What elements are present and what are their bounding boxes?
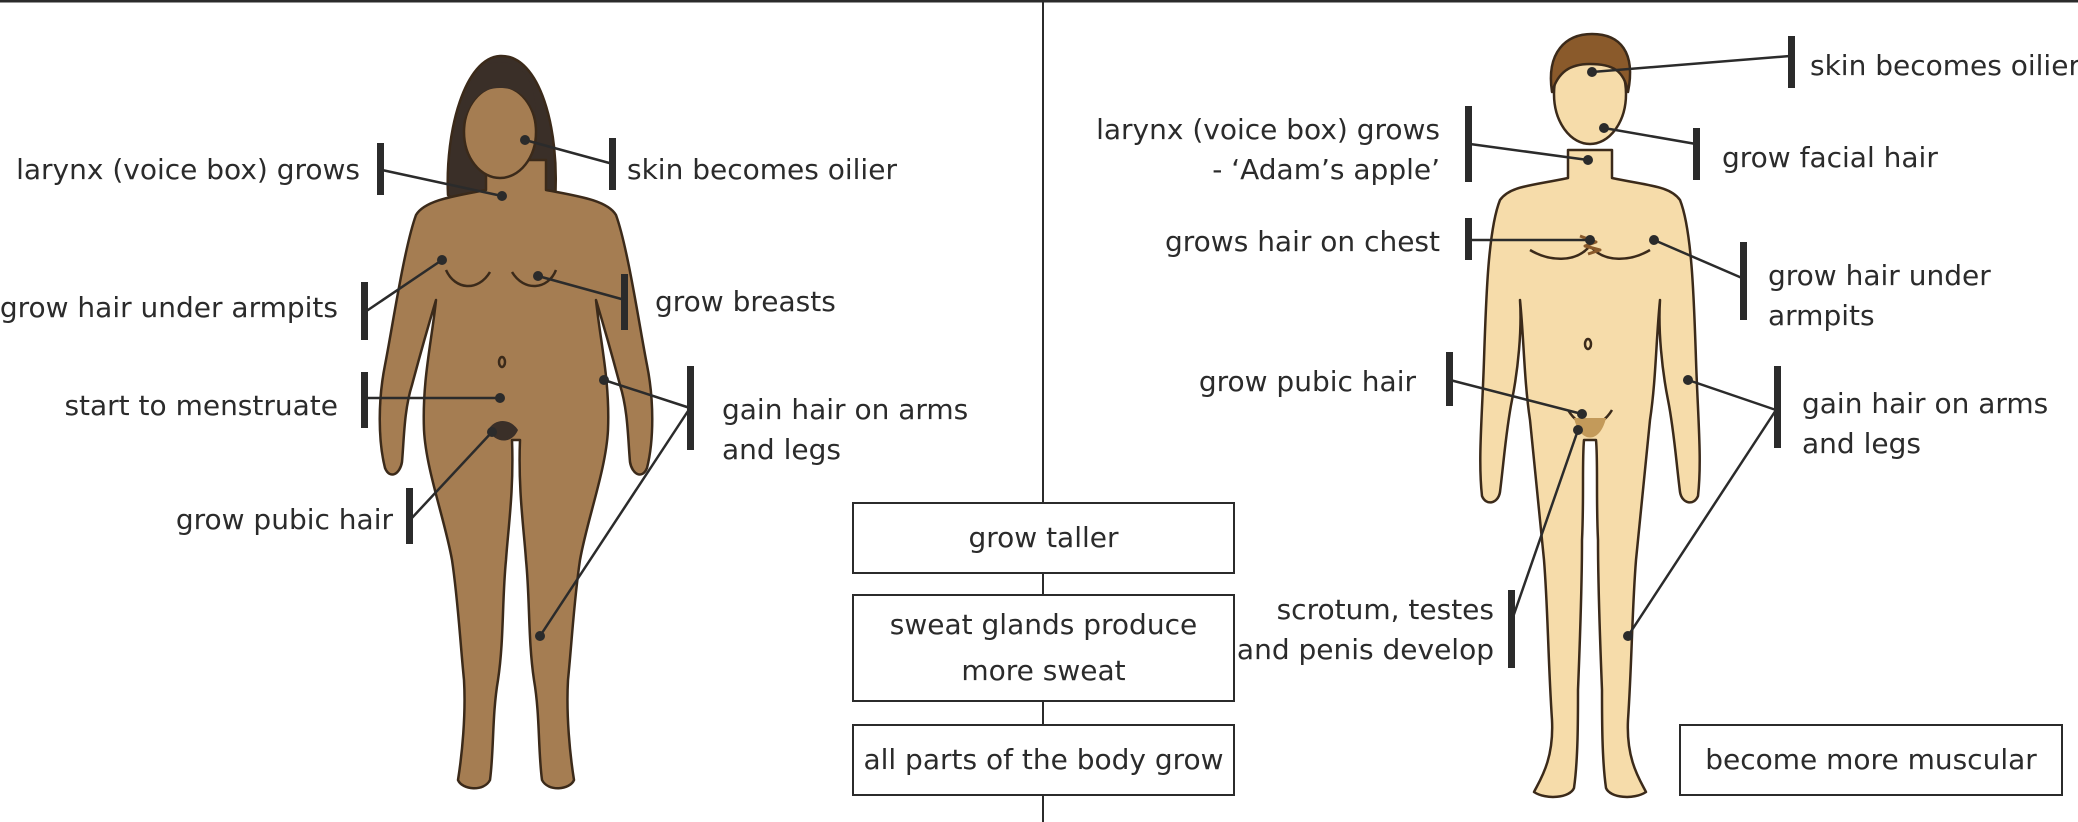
female-label-pubic-hair: grow pubic hair <box>176 500 393 540</box>
box-sweat-glands: sweat glands produce more sweat <box>852 594 1235 702</box>
box-sweat-line2: more sweat <box>961 648 1125 694</box>
male-label-armpit-line1: grow hair under <box>1768 256 1991 296</box>
male-label-arms-legs-line2: and legs <box>1802 424 1921 464</box>
female-label-arms-legs-line1: gain hair on arms <box>722 390 968 430</box>
box-muscular-text: become more muscular <box>1705 737 2037 783</box>
female-label-armpit-hair: grow hair under armpits <box>0 288 338 328</box>
female-label-skin: skin becomes oilier <box>627 150 897 190</box>
box-body-grows: all parts of the body grow <box>852 724 1235 796</box>
female-label-arms-legs-line2: and legs <box>722 430 841 470</box>
box-grow-taller-text: grow taller <box>968 515 1118 561</box>
male-label-facial-hair: grow facial hair <box>1722 138 1938 178</box>
male-figure <box>1480 34 1699 797</box>
male-label-arms-legs-line1: gain hair on arms <box>1802 384 2048 424</box>
box-grow-taller: grow taller <box>852 502 1235 574</box>
male-label-larynx-line2: - ‘Adam’s apple’ <box>1212 150 1440 190</box>
box-sweat-line1: sweat glands produce <box>890 602 1197 648</box>
female-label-larynx: larynx (voice box) grows <box>16 150 360 190</box>
female-label-breasts: grow breasts <box>655 282 836 322</box>
female-head <box>464 86 536 178</box>
male-label-pubic-hair: grow pubic hair <box>1199 362 1416 402</box>
female-body <box>380 160 653 788</box>
box-body-grows-text: all parts of the body grow <box>863 737 1223 783</box>
male-label-genitals-line2: and penis develop <box>1237 630 1494 670</box>
female-label-menstruate: start to menstruate <box>64 386 338 426</box>
male-label-larynx-line1: larynx (voice box) grows <box>1096 110 1440 150</box>
male-label-chest-hair: grows hair on chest <box>1165 222 1440 262</box>
male-label-armpit-line2: armpits <box>1768 296 1875 336</box>
male-label-skin: skin becomes oilier <box>1810 46 2078 86</box>
box-muscular: become more muscular <box>1679 724 2063 796</box>
male-label-genitals-line1: scrotum, testes <box>1277 590 1494 630</box>
